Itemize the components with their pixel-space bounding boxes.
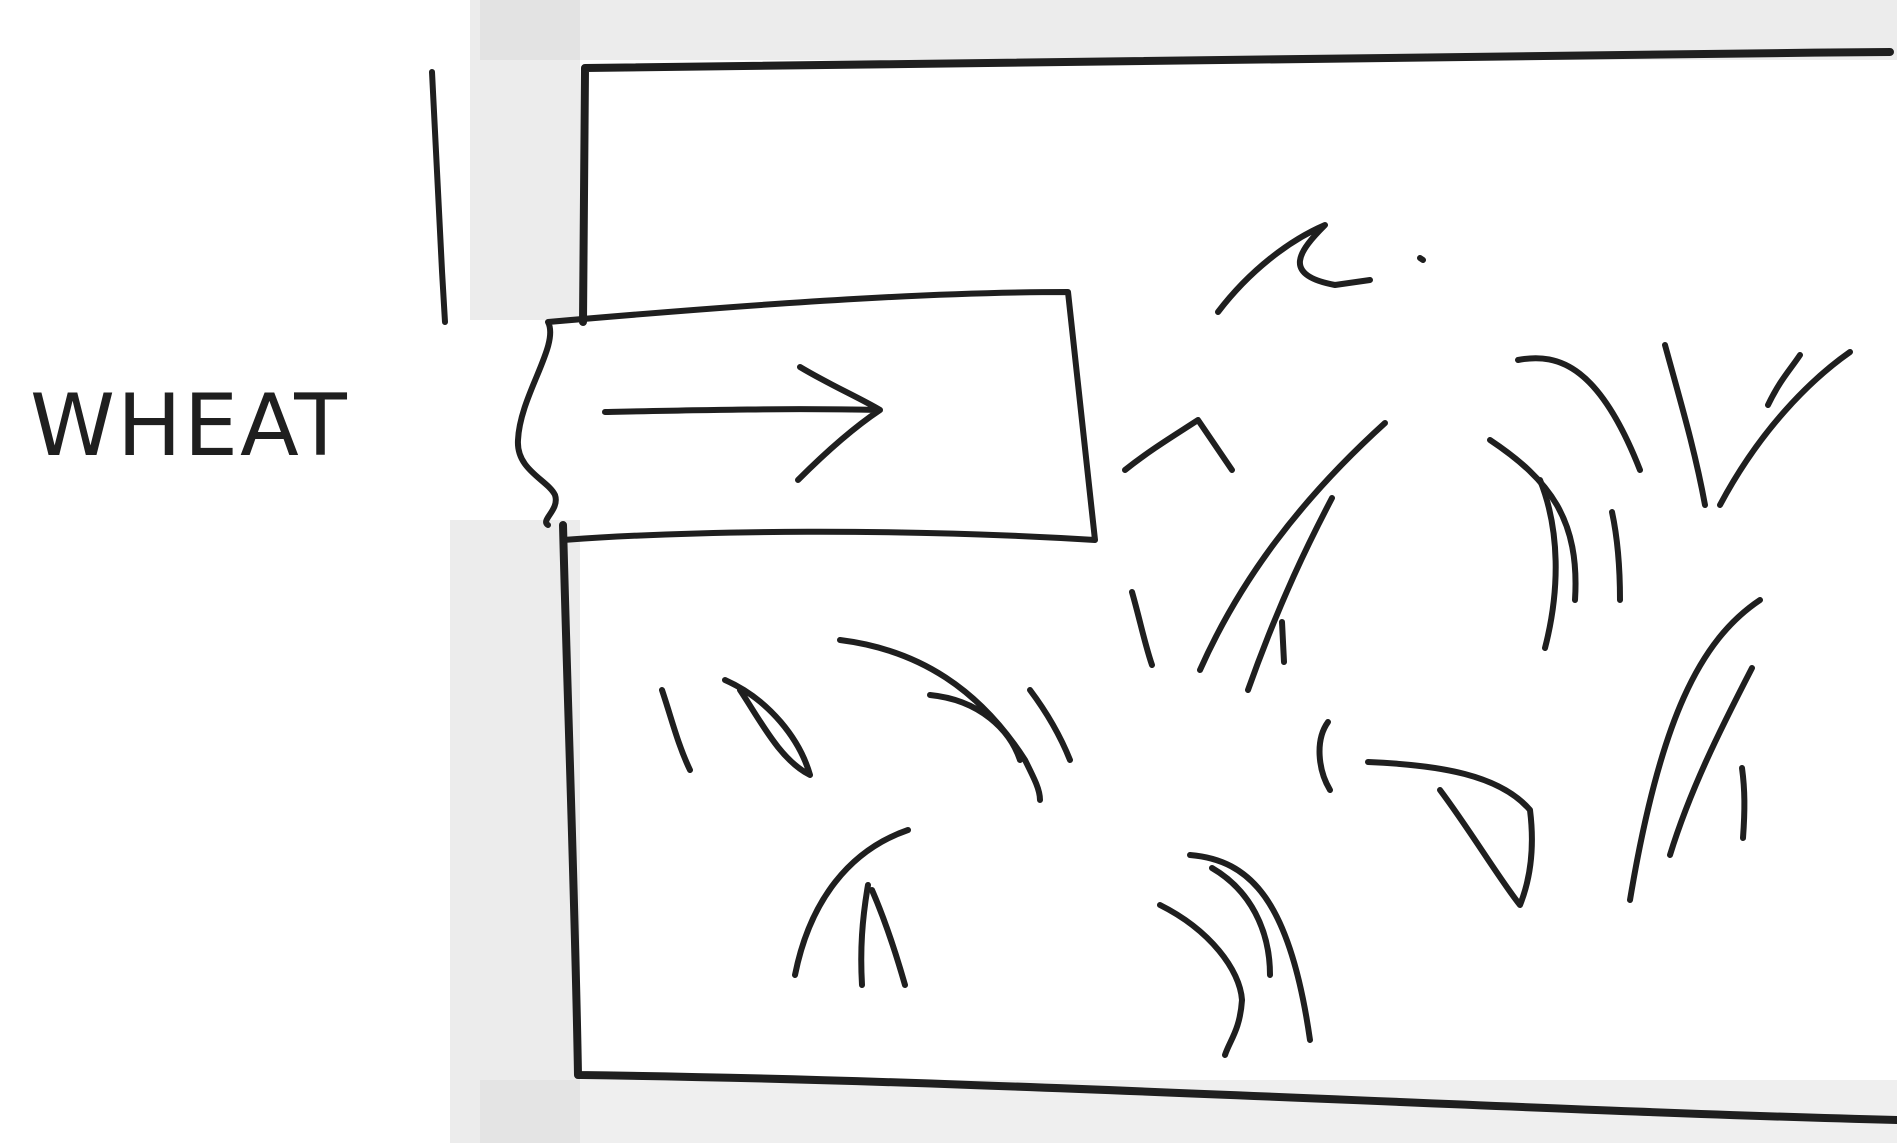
swirl-mark bbox=[1540, 480, 1556, 648]
swirl-mark bbox=[872, 890, 905, 985]
swirl-mark bbox=[840, 640, 1040, 800]
swirl-mark bbox=[930, 695, 1020, 760]
swirl-mark bbox=[795, 830, 908, 975]
swirl-mark bbox=[1218, 225, 1370, 312]
swirl-mark bbox=[1282, 622, 1284, 662]
swirl-mark bbox=[1320, 722, 1330, 790]
swirl-mark bbox=[1190, 855, 1310, 1040]
swirl-mark bbox=[861, 885, 868, 985]
swirl-mark bbox=[725, 680, 810, 775]
swirl-mark bbox=[1160, 905, 1242, 1055]
inlet-chute bbox=[518, 292, 1095, 540]
swirl-mark bbox=[1212, 868, 1270, 975]
swirl-mark bbox=[1125, 420, 1232, 470]
swirl-mark bbox=[1612, 512, 1620, 600]
swirl-mark bbox=[1420, 258, 1423, 260]
marker-line bbox=[432, 72, 445, 322]
container-box bbox=[563, 52, 1897, 1120]
swirl-mark bbox=[662, 690, 690, 770]
swirl-mark bbox=[1368, 762, 1532, 905]
flow-arrow-icon bbox=[605, 367, 880, 480]
swirl-mark bbox=[1630, 600, 1760, 900]
swirl-mark bbox=[1030, 690, 1070, 760]
swirl-mark bbox=[1742, 768, 1744, 838]
swirl-mark bbox=[1665, 345, 1705, 505]
wheat-label: WHEAT bbox=[30, 376, 349, 476]
swirl-mark bbox=[1490, 440, 1576, 600]
pencil-shading bbox=[450, 0, 1897, 1143]
swirl-mark bbox=[1518, 358, 1640, 470]
particle-swirls bbox=[662, 225, 1850, 1055]
swirl-mark bbox=[1132, 592, 1152, 665]
